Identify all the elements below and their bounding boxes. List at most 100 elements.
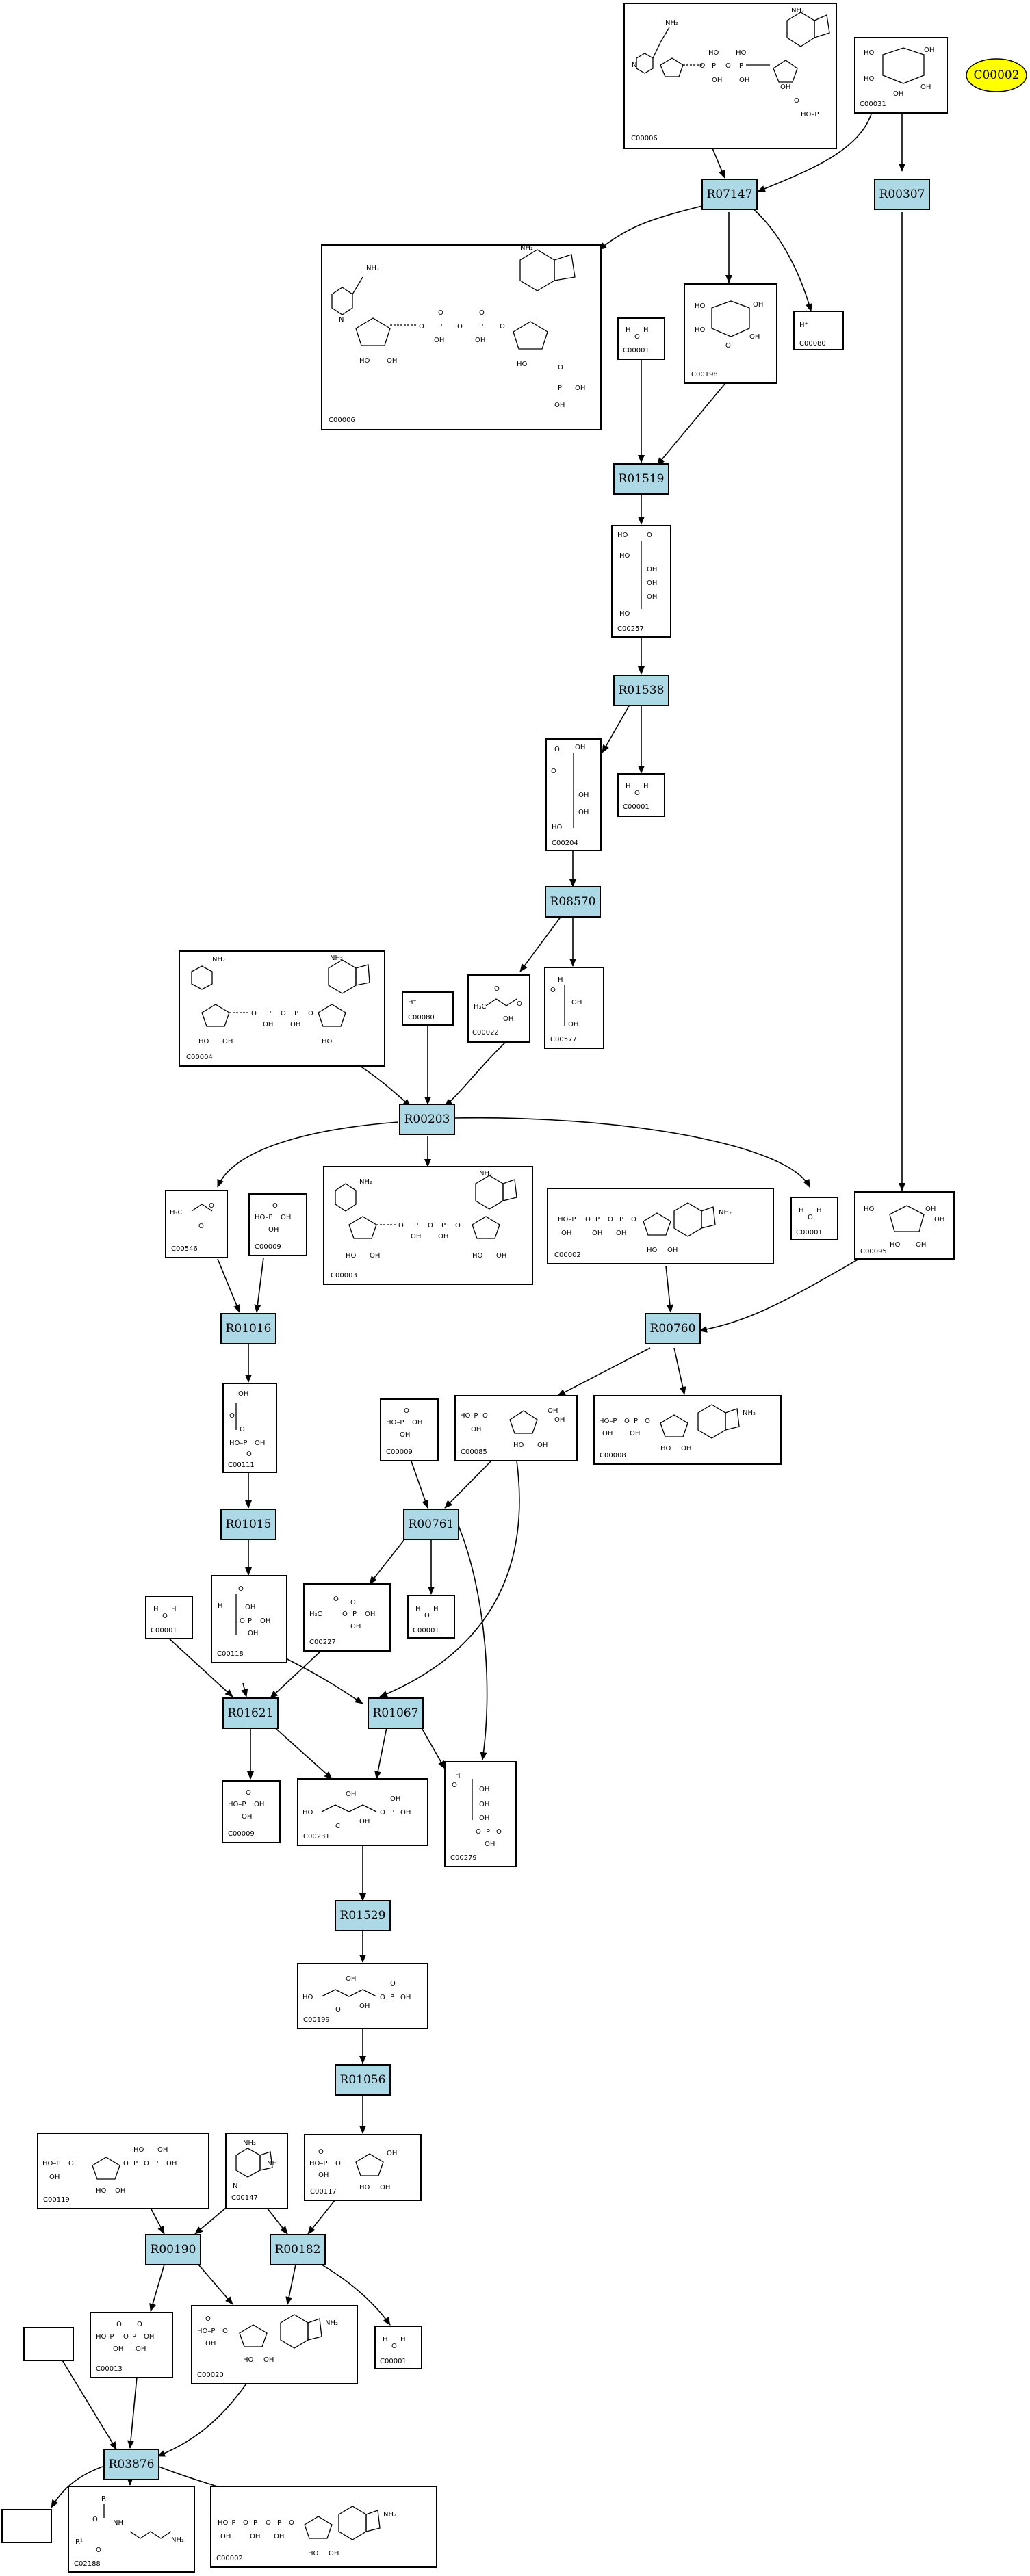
compound-adp[interactable]: HO–P O P O OH OH NH₂ HO OH C00008 [593, 1395, 782, 1465]
reaction-R01067[interactable]: R01067 [368, 1697, 424, 1729]
svg-text:R: R [101, 2495, 106, 2503]
compound-nadp-3[interactable]: NH₂ HO OH O P O P O OH OH NH₂ HO OH C000… [323, 1166, 533, 1285]
svg-text:OH: OH [411, 1233, 421, 1240]
compound-deoxygluconate[interactable]: O OH O OH OH HO C00204 [545, 738, 602, 851]
compound-water-6[interactable]: H O H C00001 [374, 2326, 422, 2369]
reaction-R08570[interactable]: R08570 [545, 886, 601, 918]
compound-proton-2[interactable]: H⁺ C00080 [402, 991, 454, 1026]
svg-text:O: O [238, 1585, 244, 1593]
compound-ribulose5p[interactable]: HO OH OH O O P OH O C00199 [297, 1963, 428, 2029]
svg-text:O: O [634, 790, 640, 797]
compound-nadph[interactable]: NH₂ HO OH O P O P O OH OH NH₂ HO C00004 [179, 950, 385, 1067]
svg-text:O: O [645, 1418, 650, 1425]
reaction-R01056[interactable]: R01056 [335, 2064, 391, 2096]
ribose5p-structure: HO–P O O OH OH HO OH [309, 2148, 397, 2191]
compound-glucose[interactable]: HO OH HO OH OH C00031 [854, 37, 948, 114]
compound-water-2[interactable]: H O H C00001 [617, 773, 665, 817]
svg-text:O: O [608, 1216, 613, 1223]
compound-xylulose5p[interactable]: HO OH OH C O P OH OH C00231 [297, 1778, 428, 1846]
compound-c02188[interactable]: R NH O NH₂ R¹ O C02188 [68, 2486, 195, 2573]
reaction-R00307[interactable]: R00307 [874, 179, 930, 210]
svg-text:OH: OH [290, 1021, 300, 1028]
svg-text:OH: OH [548, 1407, 558, 1415]
pyrophosphate-structure: O O HO–P O P OH OH OH [96, 2321, 154, 2353]
compound-ribose5p[interactable]: HO–P O O OH OH HO OH C00117 [304, 2134, 422, 2201]
compound-erythrose4p[interactable]: H O OH OH OH O P O OH C00279 [444, 1761, 517, 1867]
compound-methylglyoxal[interactable]: H₃C O O C00546 [165, 1190, 228, 1258]
compound-water-3[interactable]: H O H C00001 [790, 1197, 838, 1240]
svg-text:HO: HO [517, 361, 528, 368]
svg-text:NH₂: NH₂ [479, 1170, 492, 1178]
svg-text:OH: OH [400, 1809, 411, 1817]
compound-pyrophosphate[interactable]: O O HO–P O P OH OH OH C00013 [90, 2312, 173, 2378]
compound-atp[interactable]: HO–P O P O P O OH OH OH NH₂ HO OH C00002 [547, 1188, 774, 1264]
reaction-R00182[interactable]: R00182 [270, 2234, 326, 2265]
svg-text:OH: OH [400, 1994, 411, 2001]
compound-atp-bottom[interactable]: HO–P O P O P O OH OH OH NH₂ HO OH C00002 [210, 2486, 437, 2568]
compound-water-5[interactable]: H O H C00001 [407, 1595, 455, 1639]
compound-id: C00546 [171, 1245, 198, 1253]
svg-text:O: O [144, 2160, 149, 2168]
reaction-R01519[interactable]: R01519 [613, 463, 669, 495]
compound-empty-2[interactable] [1, 2509, 52, 2543]
svg-text:HO: HO [647, 1247, 658, 1254]
svg-text:OH: OH [387, 2150, 397, 2157]
svg-text:O: O [246, 1450, 252, 1458]
compound-c00111[interactable]: OH O O HO–P OH O C00111 [222, 1383, 277, 1473]
reaction-R00760[interactable]: R00760 [645, 1313, 701, 1344]
compound-nadp-mid[interactable]: NH₂ N HO OH O P O P O O O OH OH NH₂ HO O… [321, 244, 602, 430]
reaction-R01529[interactable]: R01529 [335, 1900, 391, 1931]
svg-text:HO: HO [308, 2550, 319, 2558]
compound-gluconate[interactable]: HO O HO OH OH OH HO C00257 [611, 525, 671, 638]
reaction-R07147[interactable]: R07147 [701, 179, 758, 210]
reaction-R01016[interactable]: R01016 [220, 1313, 276, 1344]
compound-gluconolactone[interactable]: HO OH HO O OH C00198 [684, 283, 777, 384]
compound-ribose[interactable]: HO OH OH HO OH C00095 [854, 1191, 955, 1260]
reaction-R00203[interactable]: R00203 [399, 1104, 455, 1135]
svg-text:H: H [171, 1606, 177, 1613]
svg-text:O: O [452, 1782, 457, 1789]
compound-id: C00002 [216, 2555, 243, 2562]
compound-water-1[interactable]: H O H C00001 [617, 317, 665, 360]
compound-glyceraldehyde[interactable]: H O OH OH C00577 [544, 967, 604, 1049]
compound-phosphate-2[interactable]: O HO–P OH OH C00009 [380, 1398, 439, 1461]
compound-c00118[interactable]: O H OH O P OH OH C00118 [211, 1575, 287, 1663]
highlight-node[interactable]: C00002 [966, 58, 1027, 92]
compound-fructose6p[interactable]: HO–P O OH OH OH HO OH C00085 [454, 1395, 578, 1461]
reaction-R01538[interactable]: R01538 [613, 675, 669, 706]
compound-empty-1[interactable] [23, 2327, 74, 2361]
compound-id: C00001 [151, 1627, 177, 1635]
compound-proton-1[interactable]: H⁺ C00080 [793, 311, 844, 350]
reaction-R01621[interactable]: R01621 [222, 1697, 279, 1729]
svg-text:HO: HO [736, 49, 747, 57]
compound-phosphate-3[interactable]: O HO–P OH OH C00009 [222, 1780, 281, 1843]
compound-id: C00257 [617, 625, 644, 633]
svg-text:O: O [725, 62, 731, 70]
reaction-R01015[interactable]: R01015 [220, 1509, 276, 1540]
svg-text:O: O [266, 2519, 271, 2527]
svg-text:P: P [739, 62, 743, 70]
compound-water-4[interactable]: H O H C00001 [145, 1596, 193, 1639]
svg-text:H: H [799, 1207, 804, 1214]
compound-phosphate-1[interactable]: O HO–P OH OH C00009 [248, 1193, 307, 1256]
reaction-R00761[interactable]: R00761 [403, 1509, 459, 1540]
reaction-label: R00760 [650, 1322, 696, 1336]
compound-acetylphosphate[interactable]: O H₃C O P OH O OH C00227 [303, 1583, 391, 1652]
compound-nadp-top[interactable]: N NH₂ O P O P HO HO OH OH NH₂ OH O HO–P … [623, 3, 837, 149]
reaction-R03876[interactable]: R03876 [103, 2449, 159, 2480]
reaction-R00190[interactable]: R00190 [145, 2234, 201, 2265]
reaction-label: R01067 [373, 1706, 419, 1720]
svg-text:O: O [308, 1010, 313, 1017]
compound-amp[interactable]: HO–P O O OH NH₂ HO OH C00020 [191, 2305, 358, 2384]
compound-adenine[interactable]: NH₂ N NH C00147 [225, 2133, 288, 2209]
svg-text:OH: OH [749, 333, 760, 341]
svg-text:OH: OH [346, 1791, 356, 1798]
svg-text:P: P [277, 2519, 281, 2527]
svg-text:O: O [229, 1412, 235, 1420]
compound-c00119[interactable]: HO–P O OH O P O P OH HO OH HO OH C00119 [37, 2133, 209, 2209]
svg-text:O: O [123, 2333, 129, 2341]
svg-text:H: H [383, 2336, 388, 2343]
c00118-structure: O H OH O P OH OH [218, 1585, 270, 1637]
compound-pyruvate[interactable]: H₃C O O OH C00022 [467, 974, 530, 1043]
svg-text:O: O [404, 1407, 409, 1415]
